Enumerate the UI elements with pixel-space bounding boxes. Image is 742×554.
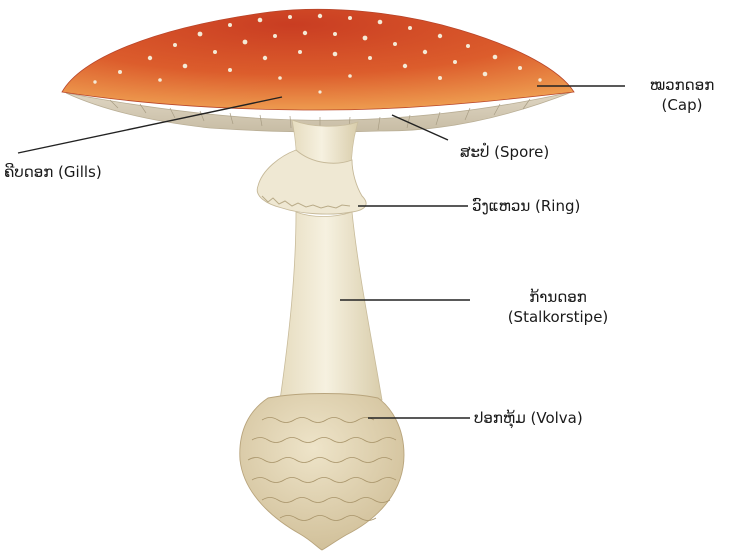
label-ring: ວົງແຫວນ (Ring)	[472, 196, 580, 216]
label-cap: ໝວກດອກ (Cap)	[630, 75, 734, 115]
label-stalk-en: (Stalkorstipe)	[488, 307, 628, 327]
label-gills: ຄີບດອກ (Gills)	[4, 162, 102, 182]
label-spore: ສະປໍ (Spore)	[460, 142, 549, 162]
label-volva: ປອກຫຸ້ມ (Volva)	[474, 408, 583, 428]
label-cap-en: (Cap)	[630, 95, 734, 115]
label-cap-lao: ໝວກດອກ	[630, 75, 734, 95]
stalk-shape	[280, 212, 382, 400]
label-stalk: ກ້ານດອກ (Stalkorstipe)	[488, 287, 628, 327]
label-stalk-lao: ກ້ານດອກ	[488, 287, 628, 307]
volva-shape	[240, 394, 404, 551]
cap-shape	[62, 9, 574, 110]
